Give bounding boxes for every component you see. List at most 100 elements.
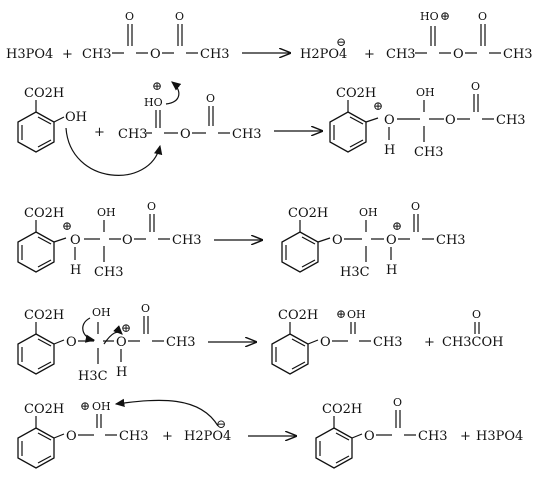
electron-push-arrow xyxy=(82,317,96,343)
dihydrogen-phosphate-label: H2PO4 xyxy=(300,47,347,62)
ether-oxygen: O xyxy=(364,429,375,444)
carboxylic-acid-label: CO2H xyxy=(278,308,318,323)
phosphoric-acid-label: H3PO4 xyxy=(476,429,523,444)
oxonium-oxygen: O xyxy=(386,233,397,248)
positive-charge-icon: ⊕ xyxy=(80,399,90,413)
plus-sign: + xyxy=(364,47,375,62)
carbonyl-oxygen: O xyxy=(471,80,480,93)
hydroxyl-label: OH xyxy=(347,308,366,321)
carbonyl-oxygen: O xyxy=(206,92,215,105)
carbonyl-oxygen: O xyxy=(147,200,156,213)
positive-charge-icon: ⊕ xyxy=(62,219,72,233)
negative-charge-icon: ⊖ xyxy=(216,417,226,431)
methyl-down-label: H3C xyxy=(340,265,370,280)
methyl-right-label: CH3 xyxy=(166,335,196,350)
bridge-oxygen: O xyxy=(180,127,191,142)
hydroxyl-label: OH xyxy=(359,206,378,219)
carbonyl-oxygen: O xyxy=(411,200,420,213)
dihydrogen-phosphate-label: H2PO4 xyxy=(184,429,231,444)
electron-push-arrow xyxy=(165,81,182,105)
protonated-aspirin: CO2H O ⊕ OH CH3 xyxy=(271,307,403,375)
ether-oxygen: O xyxy=(66,429,77,444)
step-2-nucleophilic-attack: CO2H OH + ⊕ HO CH3 O O CH3 xyxy=(17,79,526,176)
carbonyl-oxygen: O xyxy=(472,308,481,321)
methyl-label: CH3 xyxy=(418,429,448,444)
plus-sign: + xyxy=(424,335,435,350)
positive-charge-icon: ⊕ xyxy=(373,99,383,113)
salicylic-acid: CO2H OH xyxy=(17,86,87,153)
methyl-right-label: CH3 xyxy=(172,233,202,248)
methyl-right-label: CH3 xyxy=(496,113,526,128)
positive-charge-icon: ⊕ xyxy=(152,79,162,93)
oxonium-oxygen: O xyxy=(70,233,81,248)
hydrogen-label: H xyxy=(384,143,395,158)
positive-charge-icon: ⊕ xyxy=(336,307,346,321)
protonated-aspirin: CO2H O ⊕ OH CH3 xyxy=(17,399,149,469)
aspirin-product: CO2H O O CH3 xyxy=(315,396,448,469)
bridge-oxygen: O xyxy=(150,47,161,62)
acetic-acid: O CH3COH xyxy=(442,308,504,350)
step-5-deprotonation: CO2H O ⊕ OH CH3 + H2PO4 ⊖ CO2H O xyxy=(17,396,523,469)
carboxylic-acid-label: CO2H xyxy=(336,86,376,101)
positive-charge-icon: ⊕ xyxy=(392,219,402,233)
methyl-label: CH3 xyxy=(373,335,403,350)
methyl-right-label: CH3 xyxy=(436,233,466,248)
step-1-protonation: H3PO4 + CH3 O O O CH3 H2PO4 ⊖ + CH3 xyxy=(6,9,533,62)
methyl-left-label: CH3 xyxy=(82,47,112,62)
plus-sign: + xyxy=(94,125,105,140)
methyl-down-label: H3C xyxy=(78,369,108,384)
nucleophilic-attack-arrow xyxy=(65,127,163,176)
methyl-right-label: CH3 xyxy=(200,47,230,62)
bridge-oxygen: O xyxy=(122,233,133,248)
deprotonation-arrow xyxy=(114,398,219,427)
ether-oxygen: O xyxy=(332,233,343,248)
carbonyl-oxygen: O xyxy=(141,302,150,315)
methyl-down-label: CH3 xyxy=(414,145,444,160)
tetrahedral-intermediate-1: CO2H ⊕ O H OH CH3 O O CH3 xyxy=(17,200,202,280)
hydrogen-label: H xyxy=(70,263,81,278)
carbonyl-oxygen-right: O xyxy=(175,10,184,23)
oxonium-oxygen: O xyxy=(384,113,395,128)
hydroxyl-label: OH xyxy=(92,400,111,413)
hydroxyl-label: OH xyxy=(416,86,435,99)
carboxylic-acid-label: CO2H xyxy=(322,402,362,417)
hydroxyl-label: OH xyxy=(92,306,111,319)
plus-sign: + xyxy=(162,429,173,444)
carboxylic-acid-label: CO2H xyxy=(24,86,64,101)
carbonyl-oxygen: O xyxy=(478,10,487,23)
positive-charge-icon: ⊕ xyxy=(121,321,131,335)
bridge-oxygen: O xyxy=(453,47,464,62)
protonated-anhydride: CH3 HO ⊕ O O CH3 xyxy=(386,9,533,62)
hydrogen-label: H xyxy=(116,365,127,380)
methyl-left-label: CH3 xyxy=(118,127,148,142)
oxonium-oxygen: O xyxy=(116,335,127,350)
carbonyl-oxygen-left: O xyxy=(125,10,134,23)
ether-oxygen: O xyxy=(320,335,331,350)
ether-oxygen: O xyxy=(66,335,77,350)
phosphoric-acid-label: H3PO4 xyxy=(6,47,53,62)
hydrogen-label: H xyxy=(386,263,397,278)
acetic-acid-label: CH3COH xyxy=(442,335,504,350)
plus-sign: + xyxy=(62,47,73,62)
phenol-hydroxyl-label: OH xyxy=(65,110,87,125)
carbonyl-oxygen: O xyxy=(393,396,402,409)
carboxylic-acid-label: CO2H xyxy=(24,308,64,323)
methyl-down-label: CH3 xyxy=(94,265,124,280)
methyl-right-label: CH3 xyxy=(232,127,262,142)
tetrahedral-intermediate-2: CO2H O OH H3C ⊕ O H O CH3 xyxy=(17,302,196,384)
carboxylic-acid-label: CO2H xyxy=(24,402,64,417)
methyl-label: CH3 xyxy=(119,429,149,444)
acetic-anhydride: CH3 O O O CH3 xyxy=(82,10,230,62)
hydroxyl-label: OH xyxy=(97,206,116,219)
hydroxyl-label: HO xyxy=(144,96,163,109)
methyl-left-label: CH3 xyxy=(386,47,416,62)
protonated-anhydride: ⊕ HO CH3 O O CH3 xyxy=(118,79,262,142)
step-4-elimination: CO2H O OH H3C ⊕ O H O CH3 xyxy=(17,302,504,384)
carboxylic-acid-label: CO2H xyxy=(24,206,64,221)
tetrahedral-intermediate-1: CO2H ⊕ O H OH CH3 O O CH3 xyxy=(329,80,526,160)
negative-charge-icon: ⊖ xyxy=(336,35,346,49)
methyl-right-label: CH3 xyxy=(503,47,533,62)
plus-sign: + xyxy=(460,429,471,444)
hydroxyl-label: HO xyxy=(420,10,439,23)
positive-charge-icon: ⊕ xyxy=(440,9,450,23)
